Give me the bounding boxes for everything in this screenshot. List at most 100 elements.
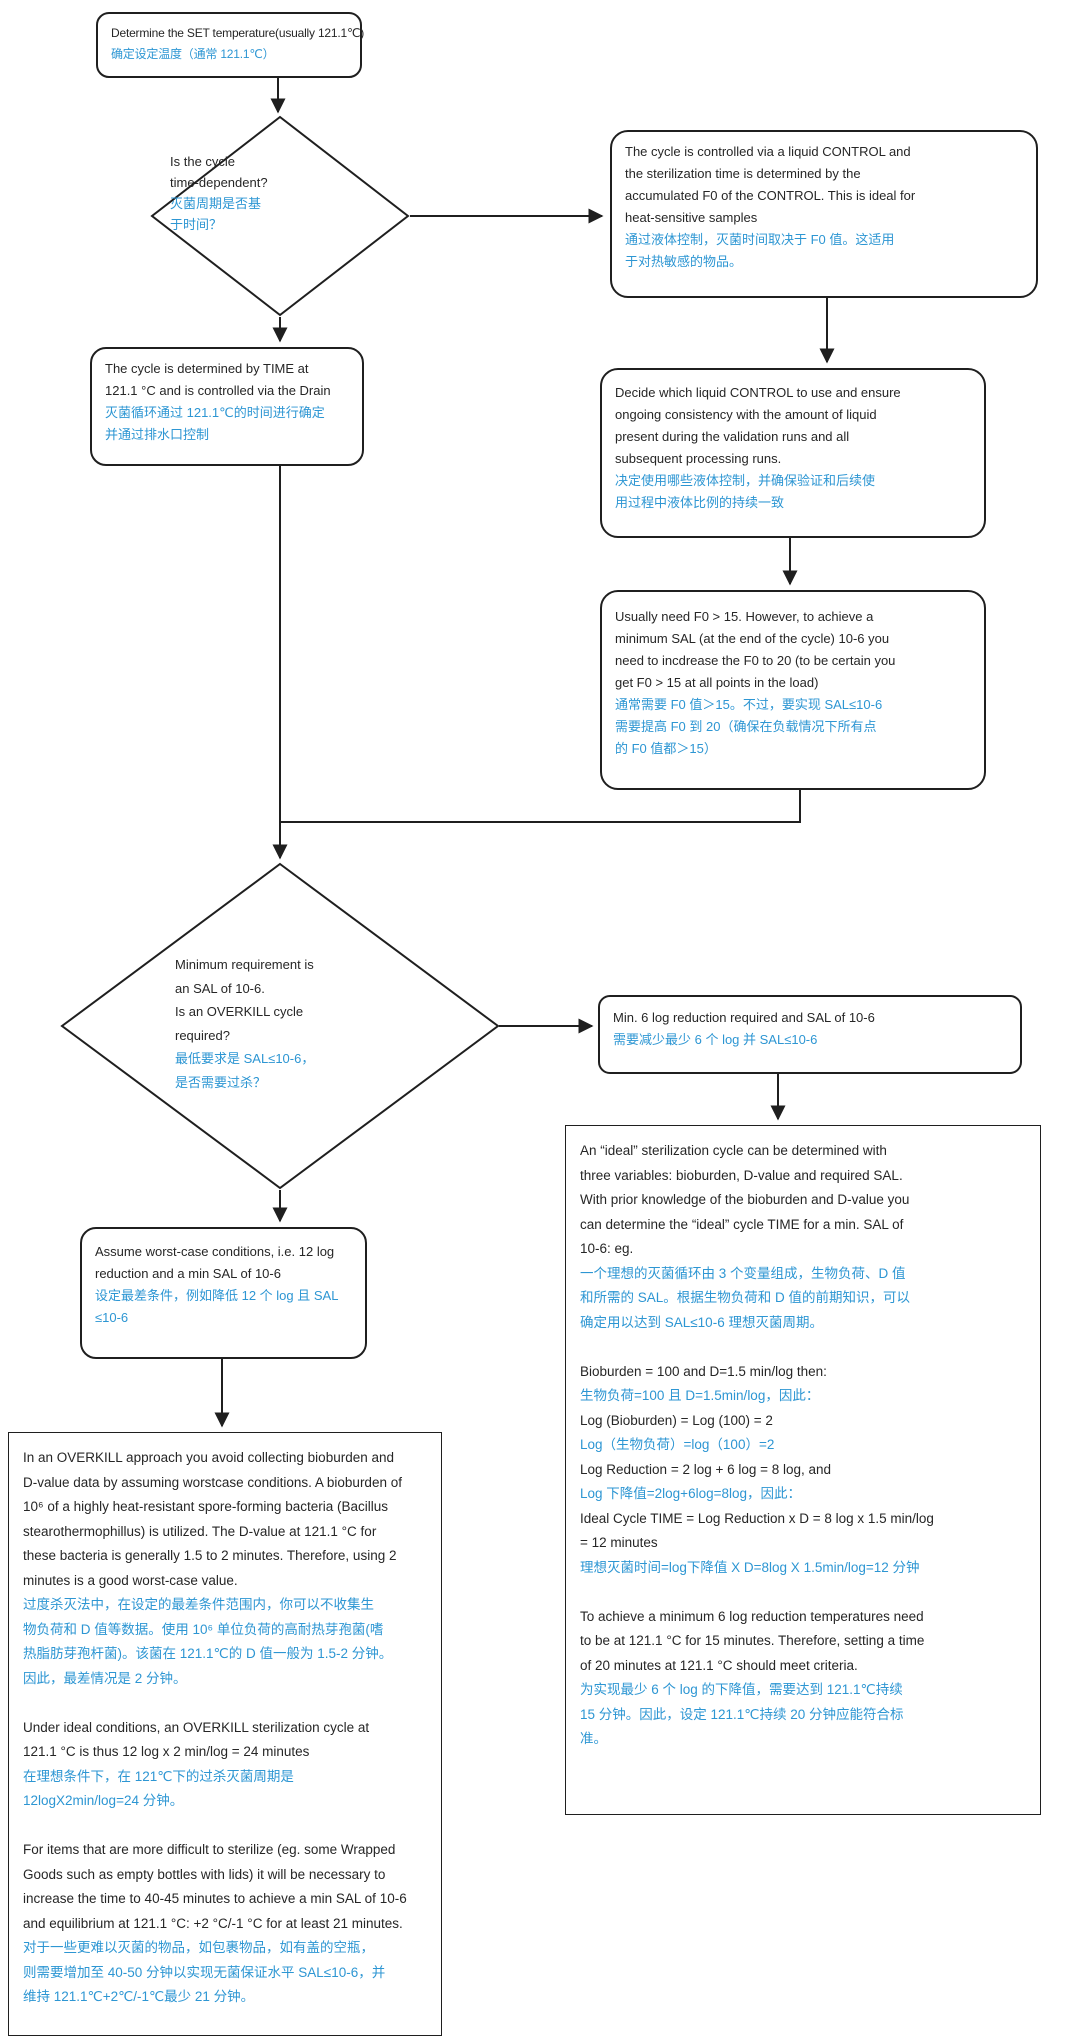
text-line: 热脂肪芽孢杆菌)。该菌在 121.1℃的 D 值一般为 1.5-2 分钟。 [23,1646,393,1661]
text-line: heat-sensitive samples [625,210,758,225]
text-line: 最低要求是 SAL≤10-6， [175,1051,315,1066]
text-line: To achieve a minimum 6 log reduction tem… [580,1608,924,1624]
text-line: 确定用以达到 SAL≤10-6 理想灭菌周期。 [580,1314,823,1330]
text-line: required? [175,1027,230,1043]
text-line: 维持 121.1℃+2℃/-1℃最少 21 分钟。 [23,1989,255,2004]
text-line: With prior knowledge of the bioburden an… [580,1192,910,1207]
text-line: 15 分钟。因此，设定 121.1℃持续 20 分钟应能符合标 [580,1706,904,1722]
text-line: The cycle is controlled via a liquid CON… [625,144,911,159]
text-line: 的 F0 值都＞15） [615,741,717,756]
text-line: Bioburden = 100 and D=1.5 min/log then: [580,1363,827,1379]
text-line: Log (Bioburden) = Log (100) = 2 [580,1412,773,1428]
node-time-cycle: The cycle is determined by TIME at 121.1 … [90,347,364,466]
text-line: Determine the SET temperature(usually 12… [111,26,365,40]
text-line: 则需要增加至 40-50 分钟以实现无菌保证水平 SAL≤10-6，并 [23,1964,386,1980]
text-line: 决定使用哪些液体控制，并确保验证和后续使 [615,473,876,488]
text-line: 于对热敏感的物品。 [625,254,743,269]
text-line: minutes is a good worst-case value. [23,1572,238,1588]
node-worst-case: Assume worst-case conditions, i.e. 12 lo… [80,1227,367,1359]
text-line: 需要提高 F0 到 20（确保在负载情况下所有点 [615,719,877,734]
text-line: 10⁶ of a highly heat-resistant spore-for… [23,1499,388,1514]
text-line: 确定设定温度（通常 121.1℃） [111,47,275,61]
text-line: = 12 minutes [580,1535,658,1550]
text-line: 121.1 °C is thus 12 log x 2 min/log = 24… [23,1744,310,1759]
text-line: Is an OVERKILL cycle [175,1004,304,1019]
text-line [23,1814,427,1839]
text-line: 通常需要 F0 值＞15。不过，要实现 SAL≤10-6 [615,697,883,712]
text-line: Assume worst-case conditions, i.e. 12 lo… [95,1244,335,1259]
text-line: Decide which liquid CONTROL to use and e… [615,385,901,400]
text-line: 理想灭菌时间=log下降值 X D=8log X 1.5min/log=12 分… [580,1559,920,1575]
text-line: Is the cycle [170,154,236,169]
decision-diamond-time-dependent [150,115,410,317]
text-line: Min. 6 log reduction required and SAL of… [613,1010,875,1025]
text-line: Log 下降值=2log+6log=8log，因此： [580,1486,801,1501]
text-line: 灭菌循环通过 121.1℃的时间进行确定 [105,405,325,420]
text-line: and equilibrium at 121.1 °C: +2 °C/-1 °C… [23,1915,403,1931]
text-line: 灭菌周期是否基 [170,196,262,211]
text-line: the sterilization time is determined by … [625,166,861,181]
text-line: 准。 [580,1731,607,1746]
text-line: Minimum requirement is [175,957,314,972]
text-line: 通过液体控制，灭菌时间取决于 F0 值。这适用 [625,232,895,247]
text-line: these bacteria is generally 1.5 to 2 min… [23,1548,397,1563]
decision-time-dependent-label: Is the cycle time-dependent? 灭菌周期是否基于时间？ [170,151,268,235]
text-line: 于时间？ [170,217,223,232]
text-line: 设定最差条件，例如降低 12 个 log 且 SAL [95,1288,339,1303]
text-line [580,1335,1026,1360]
node-overkill-detail: In an OVERKILL approach you avoid collec… [8,1432,442,2036]
text-line: time-dependent? [170,175,268,190]
node-set-temperature: Determine the SET temperature(usually 12… [96,12,365,78]
text-line: ongoing consistency with the amount of l… [615,407,877,422]
text-line: subsequent processing runs. [615,451,782,466]
text-line: 并通过排水口控制 [105,427,210,442]
text-line: 因此，最差情况是 2 分钟。 [23,1670,187,1686]
text-line: 在理想条件下，在 121℃下的过杀灭菌周期是 [23,1768,294,1784]
text-line: Under ideal conditions, an OVERKILL ster… [23,1719,370,1735]
text-line: 物负荷和 D 值等数据。使用 10⁶ 单位负荷的高耐热芽孢菌(嗜 [23,1621,384,1637]
text-line: D-value data by assuming worstcase condi… [23,1474,402,1490]
node-choose-control: Decide which liquid CONTROL to use and e… [600,368,986,538]
text-line: 为实现最少 6 个 log 的下降值，需要达到 121.1℃持续 [580,1682,903,1697]
text-line: 是否需要过杀？ [175,1074,267,1090]
text-line: Usually need F0 > 15. However, to achiev… [615,609,874,624]
text-line: 生物负荷=100 且 D=1.5min/log，因此： [580,1388,820,1403]
text-line: Log Reduction = 2 log + 6 log = 8 log, a… [580,1461,832,1477]
text-line [23,1691,427,1716]
text-line: accumulated F0 of the CONTROL. This is i… [625,188,916,203]
text-line: reduction and a min SAL of 10-6 [95,1266,281,1281]
text-line: The cycle is determined by TIME at [105,361,309,376]
text-line: can determine the “ideal” cycle TIME for… [580,1216,904,1232]
text-line: minimum SAL (at the end of the cycle) 10… [615,631,890,646]
text-line: 对于一些更难以灭菌的物品，如包裹物品，如有盖的空瓶， [23,1940,374,1955]
decision-overkill-label: Minimum requirement is an SAL of 10-6. Is … [175,953,314,1094]
text-line: stearothermophillus) is utilized. The D-… [23,1523,377,1539]
text-line: Goods such as empty bottles with lids) i… [23,1866,386,1882]
node-f0-requirement: Usually need F0 > 15. However, to achiev… [600,590,986,790]
text-line: three variables: bioburden, D-value and … [580,1167,903,1183]
text-line: 12logX2min/log=24 分钟。 [23,1793,184,1808]
text-line: ≤10-6 [95,1310,129,1325]
text-line: Log（生物负荷）=log（100）=2 [580,1437,775,1452]
text-line: An “ideal” sterilization cycle can be de… [580,1143,887,1158]
text-line: to be at 121.1 °C for 15 minutes. Theref… [580,1633,925,1648]
text-line: 一个理想的灭菌循环由 3 个变量组成，生物负荷、D 值 [580,1265,906,1281]
text-line: an SAL of 10-6. [175,980,265,996]
node-min-6log: Min. 6 log reduction required and SAL of… [598,995,1022,1074]
text-line: 需要减少最少 6 个 log 并 SAL≤10-6 [613,1032,818,1047]
text-line: 10-6: eg. [580,1241,634,1256]
text-line: need to incdrease the F0 to 20 (to be ce… [615,653,896,668]
text-line: 过度杀灭法中，在设定的最差条件范围内，你可以不收集生 [23,1597,374,1612]
text-line: For items that are more difficult to ste… [23,1842,396,1857]
text-line: 和所需的 SAL。根据生物负荷和 D 值的前期知识，可以 [580,1290,911,1305]
elbow-f0req-to-mainline [281,790,801,823]
text-line: 用过程中液体比例的持续一致 [615,495,785,510]
decision-diamond-overkill [60,862,500,1190]
text-line: increase the time to 40-45 minutes to ac… [23,1891,407,1906]
text-line: get F0 > 15 at all points in the load) [615,675,819,690]
text-line [580,1580,1026,1605]
text-line: 121.1 °C and is controlled via the Drain [105,383,331,398]
text-line: In an OVERKILL approach you avoid collec… [23,1450,394,1465]
